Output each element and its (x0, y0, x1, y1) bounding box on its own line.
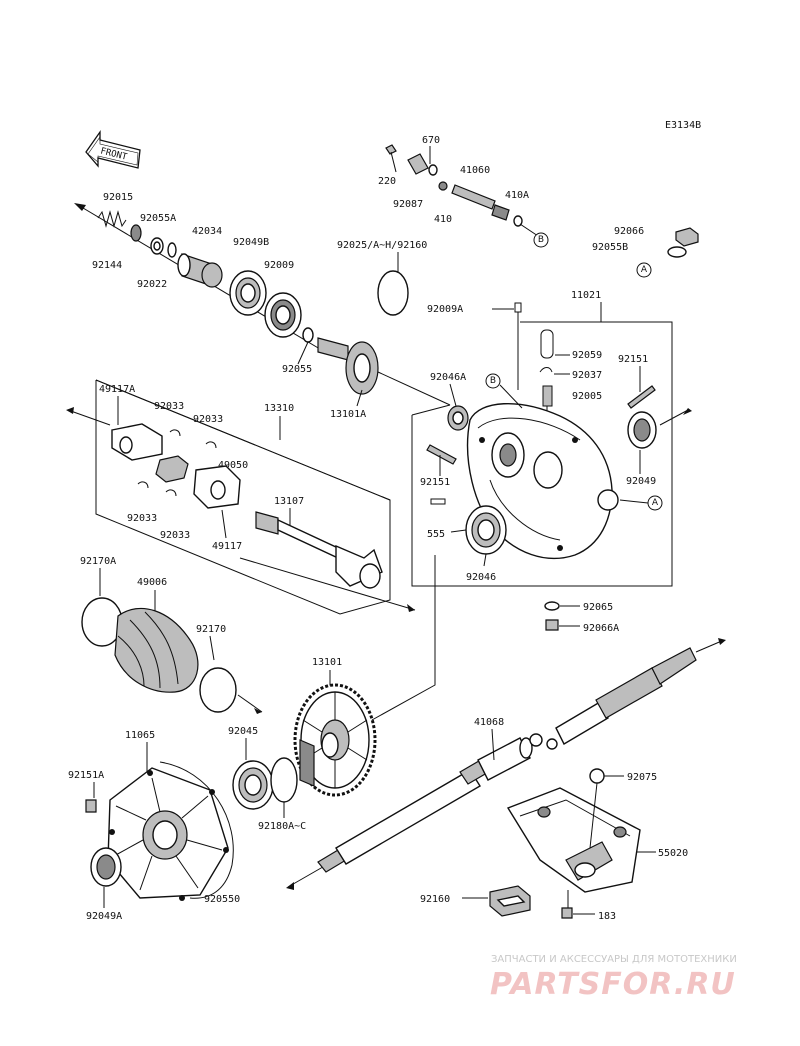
rear-cover (107, 761, 234, 901)
label-92065: 92065 (583, 602, 613, 613)
label-92009: 92009 (264, 260, 294, 271)
label-49117: 49117 (212, 541, 242, 552)
universal-joint (111, 423, 241, 509)
pinion-gear (317, 337, 451, 406)
watermark-brand: PARTSFOR.RU (490, 967, 736, 1002)
label-670: 670 (422, 135, 440, 146)
label-92180: 92180A~C (258, 821, 306, 832)
label-92046a: 92046A (430, 372, 466, 383)
label-92033-b: 92033 (193, 414, 223, 425)
label-13107: 13107 (274, 496, 304, 507)
label-92033-d: 92033 (160, 530, 190, 541)
label-555: 555 (427, 529, 445, 540)
label-49006: 49006 (137, 577, 167, 588)
label-92151-a: 92151 (618, 354, 648, 365)
front-arrow-icon: FRONT (85, 129, 141, 169)
rubber-boot (81, 597, 263, 714)
shaft-bracket (506, 787, 641, 908)
svg-text:B: B (490, 376, 496, 386)
input-shaft-parts (74, 203, 331, 356)
label-92075: 92075 (627, 772, 657, 783)
ref-mark-a-right: A (636, 262, 652, 278)
sensor-parts (385, 144, 539, 237)
label-92025: 92025/A~H/92160 (337, 240, 427, 251)
label-183: 183 (598, 911, 616, 922)
label-92144: 92144 (92, 260, 122, 271)
label-410: 410 (434, 214, 452, 225)
ref-mark-a-case: A (647, 495, 663, 511)
label-41060: 41060 (460, 165, 490, 176)
seal-92049a (90, 847, 122, 887)
label-92037: 92037 (572, 370, 602, 381)
drain-cap-parts (667, 227, 699, 258)
label-92059: 92059 (572, 350, 602, 361)
label-92049: 92049 (626, 476, 656, 487)
diagram-code: E3134B (665, 120, 701, 131)
bearing-92045 (232, 757, 298, 810)
label-92087: 92087 (393, 199, 423, 210)
label-92151a: 92151A (68, 770, 104, 781)
label-92022: 92022 (137, 279, 167, 290)
breather-parts (539, 329, 554, 422)
label-92005: 92005 (572, 391, 602, 402)
label-13101: 13101 (312, 657, 342, 668)
label-49050: 49050 (218, 460, 248, 471)
label-92033-a: 92033 (154, 401, 184, 412)
svg-text:A: A (652, 498, 659, 508)
label-13101a: 13101A (330, 409, 366, 420)
label-92045: 92045 (228, 726, 258, 737)
label-11065: 11065 (125, 730, 155, 741)
label-920550: 920550 (204, 894, 240, 905)
label-49117a: 49117A (99, 384, 135, 395)
label-13310: 13310 (264, 403, 294, 414)
label-55020: 55020 (658, 848, 688, 859)
label-92055: 92055 (282, 364, 312, 375)
label-92055a: 92055A (140, 213, 176, 224)
label-92055b: 92055B (592, 242, 628, 253)
propeller-shaft (286, 638, 726, 890)
label-92049b: 92049B (233, 237, 269, 248)
label-92015: 92015 (103, 192, 133, 203)
ball-bearing-92046 (465, 505, 507, 555)
ring-gear (293, 683, 377, 797)
label-11021: 11021 (571, 290, 601, 301)
ref-mark-b-top: B (533, 232, 549, 248)
label-92151-b: 92151 (420, 477, 450, 488)
label-92170: 92170 (196, 624, 226, 635)
label-92009a: 92009A (427, 304, 463, 315)
ref-mark-b-case: B (485, 373, 501, 389)
label-92049a: 92049A (86, 911, 122, 922)
label-42034: 42034 (192, 226, 222, 237)
watermark-caption: ЗАПЧАСТИ И АКСЕССУАРЫ ДЛЯ МОТОТЕХНИКИ (491, 954, 737, 965)
label-41068: 41068 (474, 717, 504, 728)
drive-shaft (255, 511, 383, 589)
svg-text:B: B (538, 235, 544, 245)
label-92046: 92046 (466, 572, 496, 583)
label-92160: 92160 (420, 894, 450, 905)
label-92066: 92066 (614, 226, 644, 237)
svg-text:A: A (641, 265, 648, 275)
label-410a: 410A (505, 190, 529, 201)
label-220: 220 (378, 176, 396, 187)
label-92033-c: 92033 (127, 513, 157, 524)
label-92066a: 92066A (583, 623, 619, 634)
label-92170a: 92170A (80, 556, 116, 567)
